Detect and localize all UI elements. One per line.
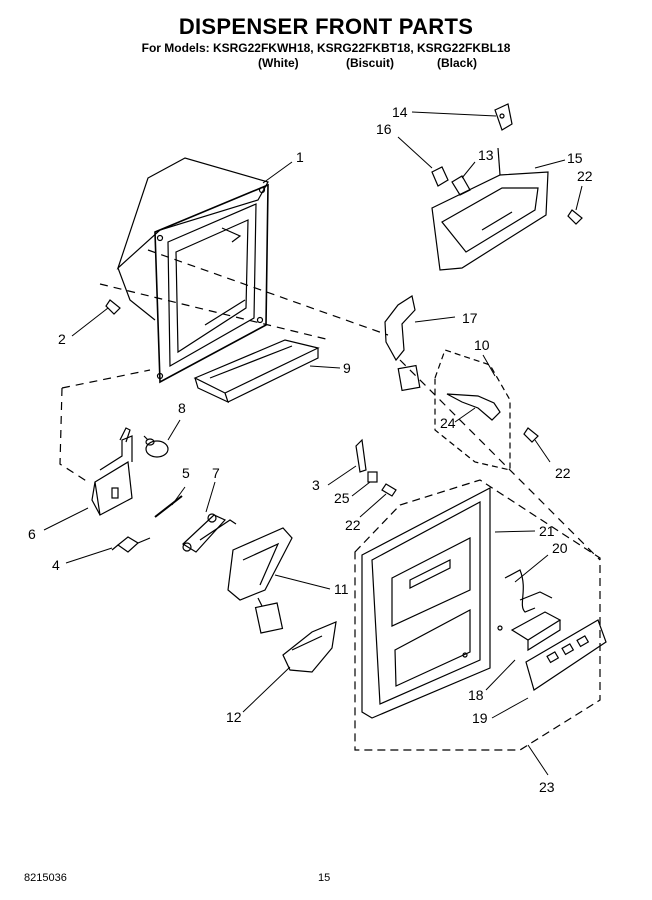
part-ice-chute xyxy=(282,621,337,673)
leader-lines xyxy=(43,111,583,776)
part-23-outline xyxy=(354,479,601,751)
part-drip-tray xyxy=(193,339,320,404)
part-solenoid xyxy=(91,427,133,516)
callout-25: 25 xyxy=(334,490,350,506)
callout-6: 6 xyxy=(28,526,36,542)
part-bracket-3 xyxy=(355,438,367,473)
callout-13: 13 xyxy=(478,147,494,163)
part-plug-16 xyxy=(431,166,449,187)
part-ice-actuator xyxy=(227,527,293,634)
part-control-board xyxy=(510,611,562,652)
part-screw-22-mid xyxy=(523,427,539,443)
variant-biscuit: (Biscuit) xyxy=(346,56,394,70)
callout-12: 12 xyxy=(226,709,242,725)
dashed-guide-lines xyxy=(59,249,601,561)
callout-21: 21 xyxy=(539,523,555,539)
callout-18: 18 xyxy=(468,687,484,703)
callout-11: 11 xyxy=(334,581,349,597)
part-screw-22-top xyxy=(567,209,583,225)
callout-19: 19 xyxy=(472,710,488,726)
part-motor xyxy=(143,435,169,458)
part-10-outline xyxy=(434,349,511,471)
callout-17: 17 xyxy=(462,310,478,326)
callout-7: 7 xyxy=(212,465,220,481)
part-control-panel xyxy=(525,619,607,691)
part-pin xyxy=(154,495,183,518)
callout-14: 14 xyxy=(392,104,408,120)
part-switch xyxy=(111,536,151,553)
part-plug-13 xyxy=(451,175,471,196)
part-water-actuator xyxy=(384,295,421,392)
callout-15-label: 15 xyxy=(567,150,583,166)
part-wire-harness xyxy=(504,569,553,613)
part-housing xyxy=(116,157,269,384)
callout-9: 9 xyxy=(343,360,351,376)
callout-3: 3 xyxy=(312,477,320,493)
part-key-14 xyxy=(494,103,513,131)
callout-2: 2 xyxy=(58,331,66,347)
callout-20: 20 xyxy=(552,540,568,556)
callout-23: 23 xyxy=(539,779,555,795)
part-front-panel xyxy=(361,487,503,719)
callout-10: 10 xyxy=(474,337,490,353)
callout-24: 24 xyxy=(440,415,456,431)
variant-black: (Black) xyxy=(437,56,478,70)
part-clip-25 xyxy=(367,471,378,483)
part-screw-22-low xyxy=(381,483,397,497)
callout-22-mid: 22 xyxy=(555,465,571,481)
callout-8: 8 xyxy=(178,400,186,416)
models-line: For Models: KSRG22FKWH18, KSRG22FKBT18, … xyxy=(141,41,511,55)
callout-labels: 1 2 3 4 5 6 7 8 9 10 11 12 13 14 15 16 1… xyxy=(28,104,593,795)
callout-5: 5 xyxy=(182,465,190,481)
variant-white: (White) xyxy=(258,56,299,70)
page-number: 15 xyxy=(318,872,331,884)
page-title: DISPENSER FRONT PARTS xyxy=(178,14,474,39)
callout-22-low: 22 xyxy=(345,517,361,533)
part-water-module xyxy=(431,147,549,271)
part-screw-2 xyxy=(105,299,121,315)
callout-16: 16 xyxy=(376,121,392,137)
callout-22-top: 22 xyxy=(577,168,593,184)
part-lever-assembly xyxy=(182,513,237,553)
callout-4: 4 xyxy=(52,557,60,573)
doc-number: 8215036 xyxy=(24,872,67,884)
part-lever-24 xyxy=(446,393,501,421)
callout-1: 1 xyxy=(296,149,304,165)
